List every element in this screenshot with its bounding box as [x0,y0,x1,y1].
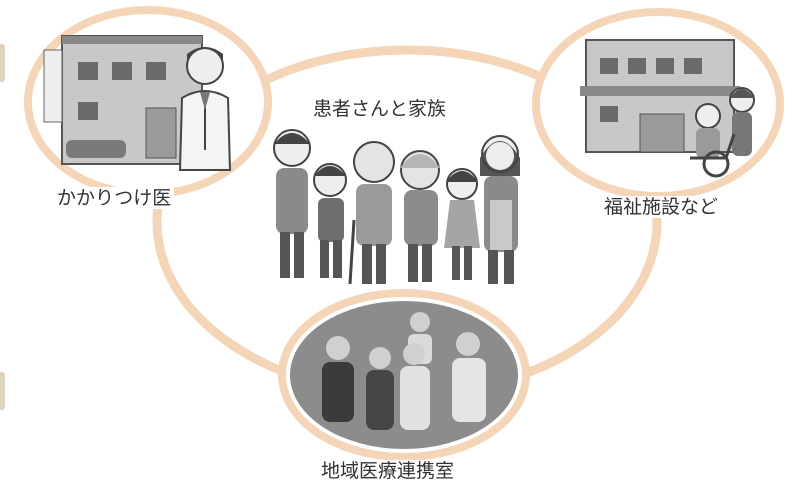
family-member [480,135,520,284]
clinic-label: かかりつけ医 [54,187,175,209]
family-member [313,163,347,278]
family-member [400,150,440,282]
welfare-facility-illustration [580,39,755,178]
clinic-illustration [43,35,232,171]
staff-photo-people [322,312,486,430]
family-member [348,141,395,285]
welfare-node [532,8,784,200]
page-edge-mark [0,372,5,410]
family-member [444,168,480,280]
office-node [278,289,530,461]
welfare-label: 福祉施設など [601,196,722,218]
family-label: 患者さんと家族 [313,98,447,120]
page-edge-mark [0,44,5,82]
family-illustration [273,129,520,285]
office-label: 地域医療連携室 [318,460,458,482]
family-member [273,129,311,278]
clinic-node [24,6,272,198]
